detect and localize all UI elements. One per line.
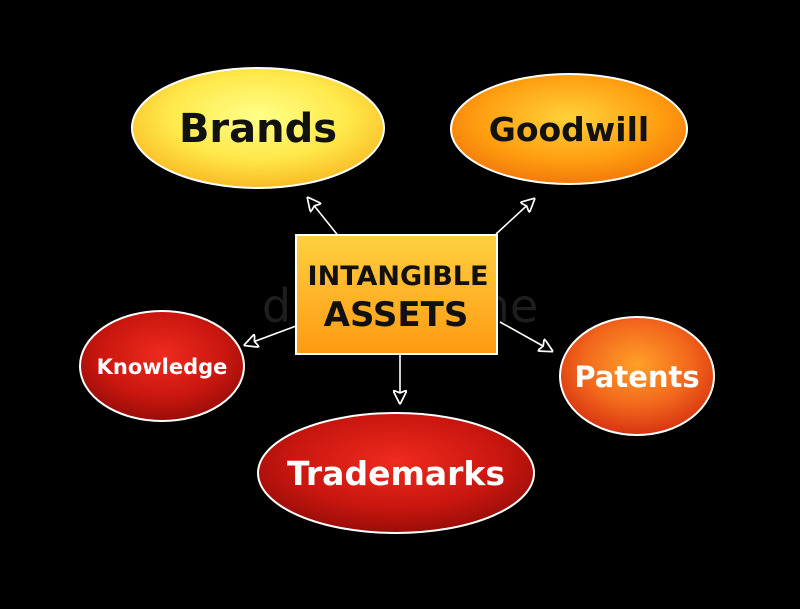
connectors: [245, 198, 552, 403]
node-patents: Patents: [559, 316, 715, 436]
connector-knowledge: [245, 325, 297, 345]
node-trademarks-label: Trademarks: [287, 454, 505, 493]
connector-goodwill: [495, 199, 534, 235]
node-brands: Brands: [131, 67, 385, 189]
node-brands-label: Brands: [179, 106, 337, 152]
node-trademarks: Trademarks: [257, 412, 535, 534]
center-title-line1: INTANGIBLE: [308, 261, 489, 292]
node-knowledge: Knowledge: [79, 310, 245, 422]
center-node-intangible-assets: INTANGIBLE ASSETS: [295, 234, 498, 355]
node-goodwill: Goodwill: [450, 73, 688, 185]
connector-patents: [499, 321, 552, 351]
node-knowledge-label: Knowledge: [97, 355, 228, 379]
center-title-line2: ASSETS: [324, 295, 469, 335]
node-goodwill-label: Goodwill: [489, 110, 649, 149]
connector-brands: [308, 198, 341, 239]
node-patents-label: Patents: [574, 360, 699, 394]
